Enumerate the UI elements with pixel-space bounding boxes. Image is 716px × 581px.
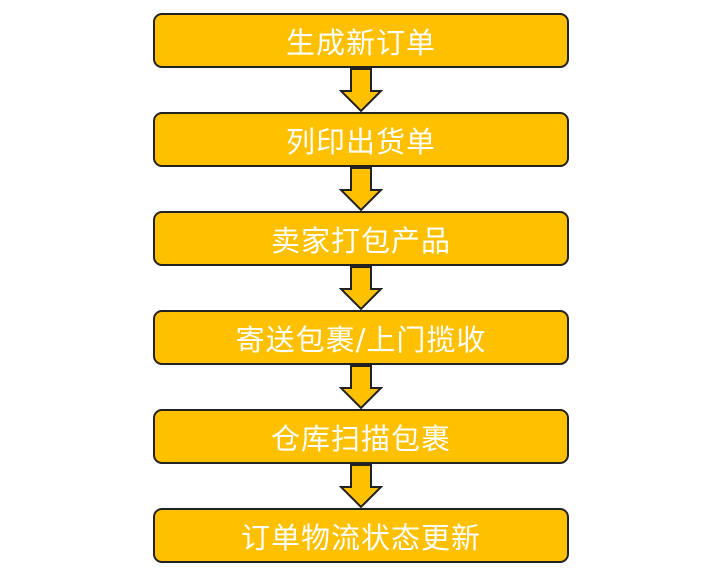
arrow-down-icon: [339, 365, 383, 410]
arrow-down-icon: [339, 68, 383, 113]
step-box-2: 列印出货单: [153, 112, 569, 167]
arrow-down-icon: [339, 167, 383, 212]
step-label-6: 订单物流状态更新: [240, 520, 481, 555]
step-box-4: 寄送包裹/上门揽收: [153, 310, 569, 365]
arrow-down-icon: [339, 464, 383, 509]
arrow-down-icon: [339, 266, 383, 311]
step-label-4: 寄送包裹/上门揽收: [235, 322, 487, 357]
step-label-1: 生成新订单: [285, 25, 436, 60]
step-box-6: 订单物流状态更新: [153, 508, 569, 563]
step-box-3: 卖家打包产品: [153, 211, 569, 266]
step-label-2: 列印出货单: [285, 124, 436, 159]
step-box-1: 生成新订单: [153, 13, 569, 68]
step-label-5: 仓库扫描包裹: [270, 421, 451, 456]
step-box-5: 仓库扫描包裹: [153, 409, 569, 464]
step-label-3: 卖家打包产品: [270, 223, 451, 258]
